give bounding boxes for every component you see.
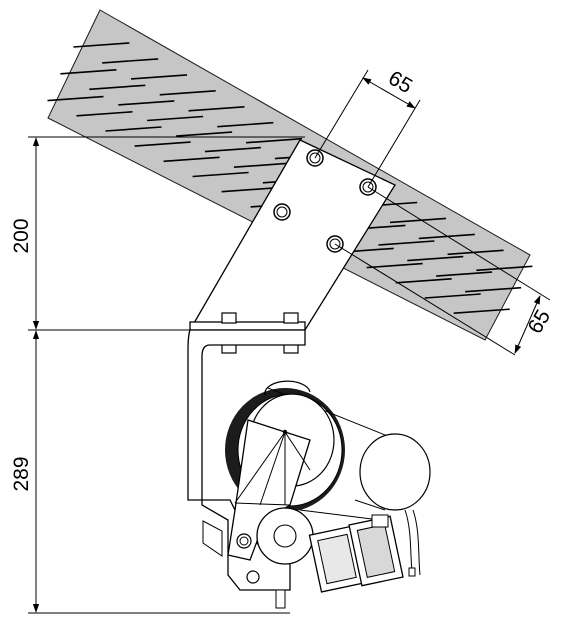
- hatch-stroke: [60, 69, 117, 75]
- hatch-stroke: [246, 137, 303, 144]
- hatch-stroke: [465, 286, 522, 293]
- hatch-stroke: [407, 255, 464, 262]
- hatch-stroke: [176, 131, 233, 137]
- extension-lines: [28, 69, 551, 614]
- hatch-stroke: [159, 90, 216, 96]
- dim-289-label: 289: [10, 456, 33, 491]
- hatch-stroke: [130, 74, 188, 80]
- hatch-stroke: [204, 146, 261, 153]
- hatch-stroke: [436, 271, 493, 277]
- hatch-stroke: [188, 106, 245, 112]
- hatch-stroke: [378, 240, 435, 246]
- hatch-stroke: [395, 278, 452, 284]
- hatch-stroke: [47, 95, 104, 102]
- hatch-stroke: [76, 111, 133, 117]
- hatch-stroke: [118, 100, 175, 106]
- dim-200-label: 200: [10, 218, 33, 253]
- hatch-stroke: [447, 249, 504, 256]
- hatch-stroke: [105, 126, 162, 132]
- arm-struts: [234, 429, 311, 506]
- pivot-hub: [236, 507, 314, 609]
- bracket-cutout: [202, 520, 223, 557]
- dim-65-side-label: 65: [524, 306, 556, 338]
- hatch-stroke: [453, 308, 510, 314]
- hatch-stroke: [147, 115, 204, 122]
- hatch-stroke: [102, 58, 159, 64]
- hatch-stroke: [424, 293, 481, 299]
- hatch-stroke: [389, 217, 447, 224]
- hatch-stroke: [476, 265, 533, 272]
- hatch-stroke: [89, 84, 146, 91]
- hatch-stroke: [192, 171, 249, 178]
- motor-unit: [308, 509, 421, 593]
- secondary-drum: [354, 433, 431, 511]
- hatch-stroke: [73, 42, 130, 48]
- hatch-stroke: [221, 186, 278, 193]
- hatch-stroke: [134, 141, 191, 147]
- dimension-lines: [32, 77, 541, 613]
- hatch-stroke: [217, 121, 274, 128]
- hatch-stroke: [233, 162, 290, 168]
- hatch-stroke: [163, 156, 220, 163]
- hatch-stroke: [366, 262, 423, 269]
